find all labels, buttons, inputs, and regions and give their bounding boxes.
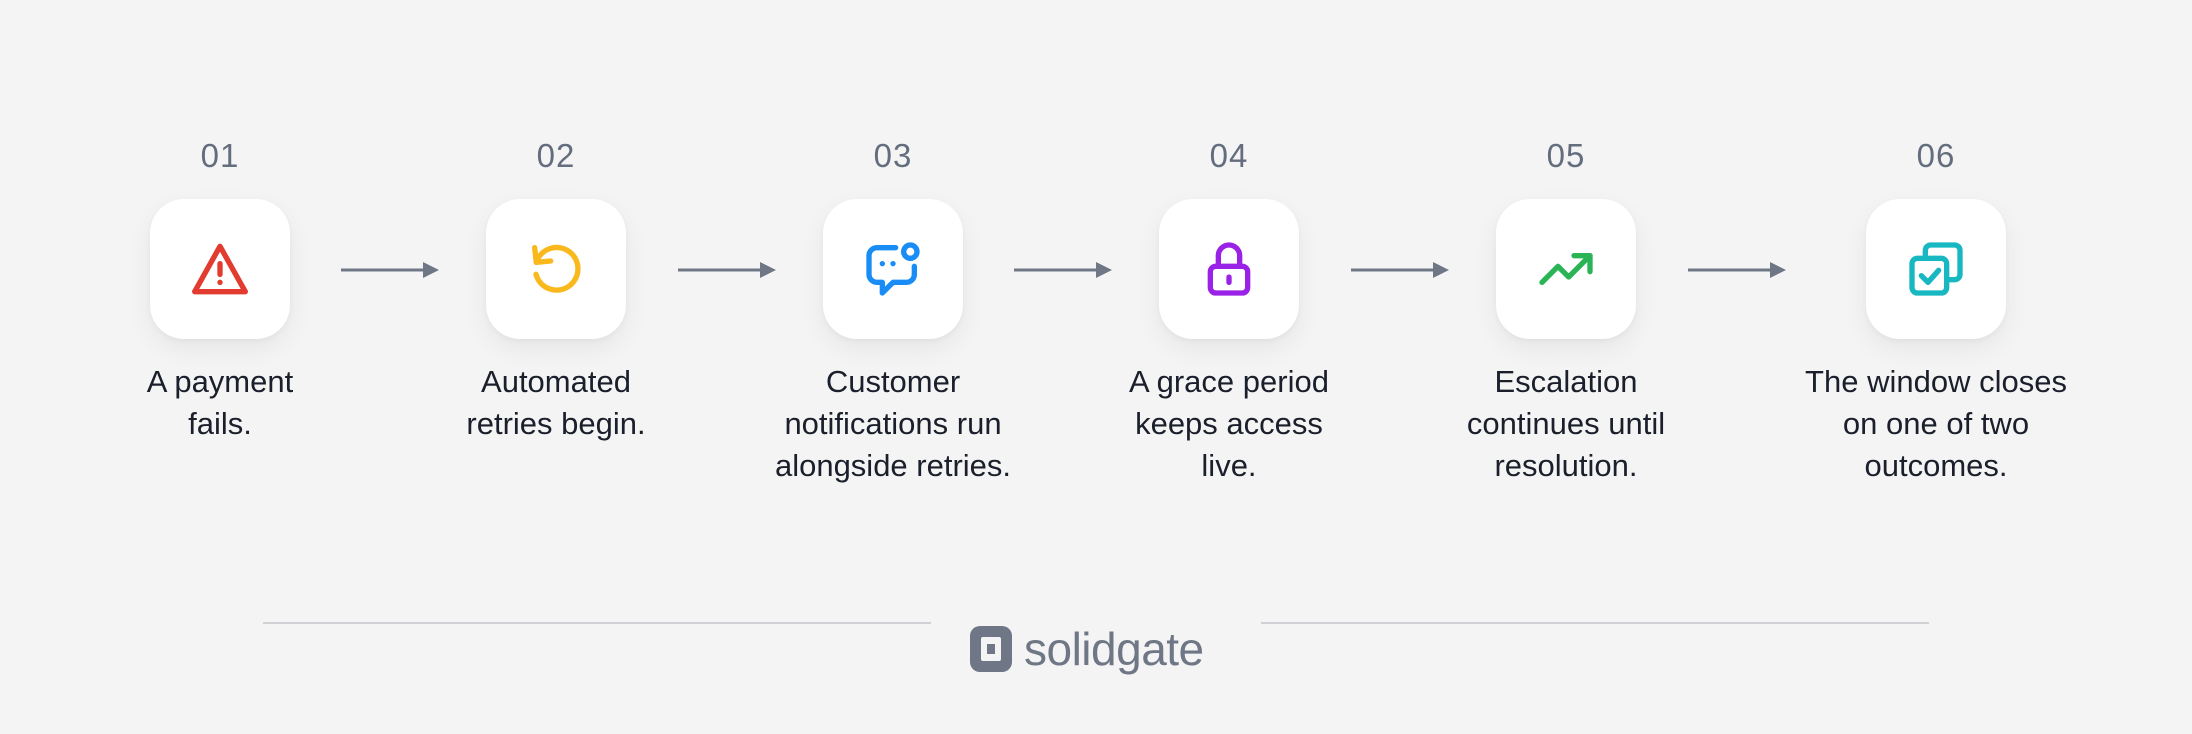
brand-logo: solidgate — [970, 624, 1204, 674]
step-description: The window closes on one of two outcomes… — [1805, 364, 2067, 483]
flow-arrow — [1012, 258, 1112, 282]
step-number: 02 — [536, 137, 576, 174]
step-description: Customer notifications run alongside ret… — [774, 364, 1012, 483]
step-04: 04 A grace period keeps access live. — [1064, 132, 1394, 487]
step-description: Automated retries begin. — [466, 364, 646, 441]
step-number: 01 — [200, 137, 240, 174]
step-05: 05 Escalation continues until resolution… — [1401, 132, 1731, 487]
footer-divider-right — [1261, 622, 1929, 624]
step-06: 06 The window closes on one of two outco… — [1771, 132, 2101, 487]
step-02: 02 Automated retries begin. — [391, 132, 721, 445]
warning-triangle-icon — [192, 243, 248, 295]
flow-arrow — [676, 258, 776, 282]
step-icon-card — [486, 199, 626, 339]
chat-notification-icon — [866, 242, 920, 296]
step-icon-card — [1866, 199, 2006, 339]
step-icon-card — [823, 199, 963, 339]
flow-arrow — [1686, 258, 1786, 282]
flow-arrow — [1349, 258, 1449, 282]
step-description: A grace period keeps access live. — [1129, 364, 1329, 483]
step-number: 05 — [1546, 137, 1586, 174]
step-number: 04 — [1209, 137, 1249, 174]
step-number: 06 — [1916, 137, 1956, 174]
retry-rotate-icon — [532, 244, 581, 293]
step-description: A payment fails. — [146, 364, 294, 441]
step-icon-card — [1496, 199, 1636, 339]
lock-icon — [1207, 242, 1251, 296]
footer-divider-left — [263, 622, 931, 624]
step-number: 03 — [873, 137, 913, 174]
brand-name: solidgate — [1024, 623, 1204, 675]
copy-check-icon — [1909, 242, 1963, 296]
flow-arrow — [339, 258, 439, 282]
solidgate-logo-icon — [970, 626, 1012, 672]
step-03: 03 Customer notifications run alongside … — [728, 132, 1058, 487]
step-01: 01 A payment fails. — [55, 132, 385, 445]
step-icon-card — [1159, 199, 1299, 339]
step-description: Escalation continues until resolution. — [1466, 364, 1666, 483]
trending-up-icon — [1539, 253, 1593, 285]
step-icon-card — [150, 199, 290, 339]
